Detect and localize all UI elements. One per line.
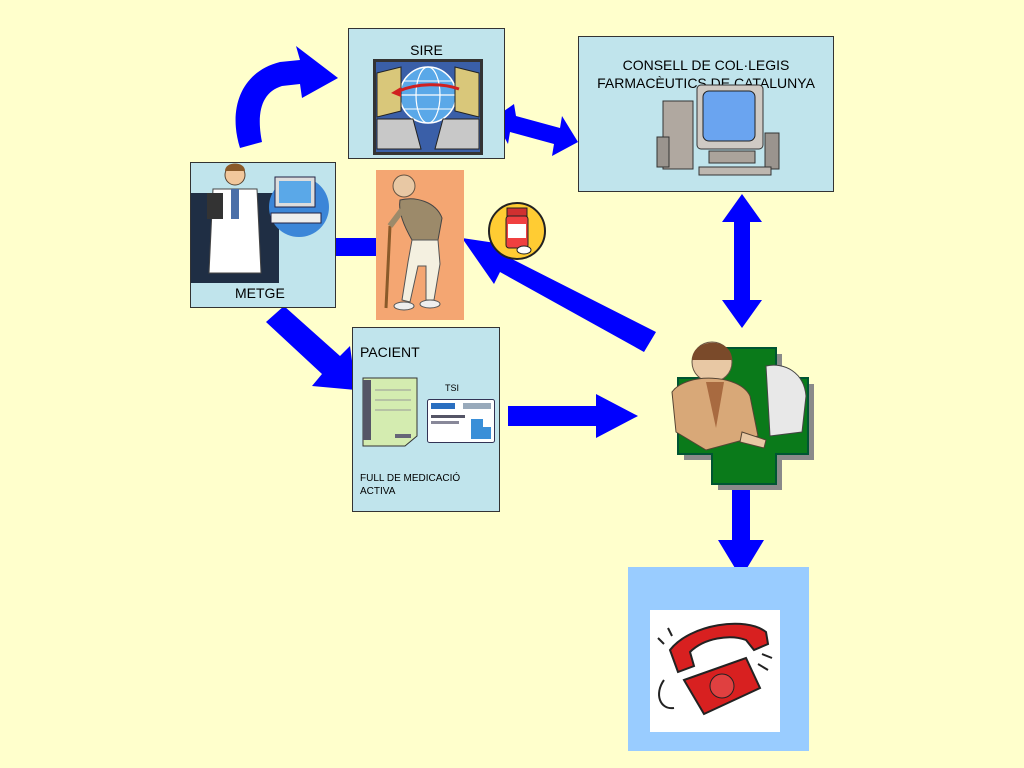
consell-box: CONSELL DE COL·LEGIS FARMACÈUTICS DE CAT… — [578, 36, 834, 192]
arrow-pacient-pharmacist — [508, 394, 638, 438]
arrow-pharmacist-patient — [462, 238, 656, 352]
curved-arrow-metge-sire — [235, 46, 338, 148]
metge-box: METGE — [190, 162, 336, 308]
telephone-card — [650, 610, 780, 732]
computer-icon — [656, 84, 780, 176]
double-arrow-consell-pharmacist — [722, 194, 762, 328]
full-medicacio-line2: ACTIVA — [360, 486, 396, 497]
pacient-box: PACIENT TSI FULL DE MEDICACIÓ ACTIVA — [352, 327, 500, 512]
patient-figure — [376, 170, 464, 320]
full-medicacio-line1: FULL DE MEDICACIÓ — [360, 473, 461, 484]
double-arrow-sire-consell — [494, 104, 578, 156]
sire-label: SIRE — [410, 42, 443, 58]
consell-line1: CONSELL DE COL·LEGIS — [622, 57, 790, 73]
network-computers-icon — [373, 59, 483, 155]
sire-box: SIRE — [348, 28, 505, 159]
medicine-bottle-icon — [488, 202, 546, 260]
telephone-panel — [628, 567, 809, 751]
health-card-icon — [427, 399, 495, 443]
elderly-patient-icon — [384, 174, 443, 311]
doctor-icon — [191, 163, 329, 283]
medication-sheet-icon — [362, 377, 418, 447]
arrow-metge-pacient — [266, 306, 356, 390]
pharmacist-icon — [671, 341, 814, 490]
metge-label: METGE — [235, 285, 285, 301]
tsi-label: TSI — [445, 383, 460, 393]
pacient-title: PACIENT — [360, 344, 420, 360]
telephone-icon — [657, 622, 773, 716]
arrow-pharmacist-telephone — [718, 472, 764, 578]
